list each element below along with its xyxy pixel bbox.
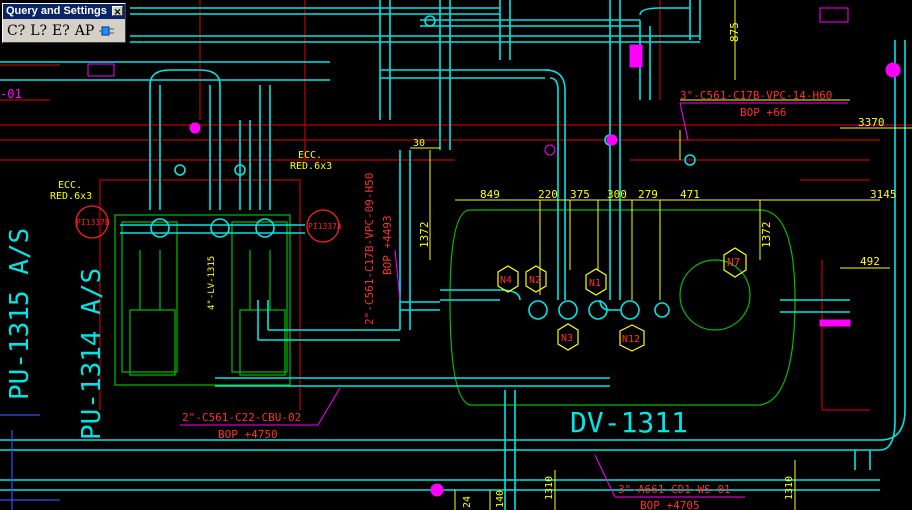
toolbar-buttons: C? L? E? AP bbox=[3, 19, 125, 42]
dim-1310-right: 1310 bbox=[784, 476, 795, 500]
leader-lines bbox=[180, 102, 848, 498]
ap-button[interactable]: AP bbox=[74, 22, 95, 39]
dimension-lines bbox=[410, 0, 912, 510]
dim-875: 875 bbox=[728, 22, 741, 42]
ecc-reducer-1-size: RED.6x3 bbox=[50, 191, 92, 202]
toolbar-title-bar[interactable]: Query and Settings ✕ bbox=[3, 4, 125, 19]
line-number-3: 2"-C561-C22-CBU-02 bbox=[182, 411, 301, 424]
level-valve-tag: 4"-LV-1315 bbox=[207, 256, 217, 310]
nozzle-n2: N2 bbox=[529, 275, 541, 286]
instrument-bubbles bbox=[75, 205, 340, 243]
dim-30: 30 bbox=[413, 138, 425, 149]
line-number-4: 3"-A661-CD1-WS-01 bbox=[618, 483, 731, 496]
nozzle-tags bbox=[497, 247, 747, 352]
instrument-pi-a: PI1337A bbox=[308, 222, 342, 231]
line-number-1: 3"-C561-C17B-VPC-14-H60 bbox=[680, 89, 832, 102]
dim-1310-left: 1310 bbox=[544, 476, 555, 500]
line-number-1-bop: BOP +66 bbox=[740, 106, 786, 119]
dim-1372-left: 1372 bbox=[418, 222, 431, 249]
close-icon[interactable]: ✕ bbox=[112, 6, 123, 17]
dim-24: 24 bbox=[462, 496, 473, 508]
query-e-button[interactable]: E? bbox=[52, 22, 70, 39]
dim-471: 471 bbox=[680, 188, 700, 201]
line-number-2-bop: BOP +4493 bbox=[381, 215, 394, 275]
dim-279: 279 bbox=[638, 188, 658, 201]
line-number-3-bop: BOP +4750 bbox=[218, 428, 278, 441]
ecc-reducer-2-size: RED.6x3 bbox=[290, 161, 332, 172]
line-tag-top-left: -01 bbox=[0, 87, 22, 101]
nozzle-n12: N12 bbox=[622, 334, 640, 345]
dim-3370: 3370 bbox=[858, 116, 885, 129]
equipment-outlines bbox=[114, 209, 796, 406]
dim-375: 375 bbox=[570, 188, 590, 201]
dim-1372-right: 1372 bbox=[760, 222, 773, 249]
instrument-pi-b: PI1337B bbox=[76, 218, 110, 227]
query-l-button[interactable]: L? bbox=[30, 22, 48, 39]
line-number-2: 2"-C561-C17B-VPC-09-H50 bbox=[363, 173, 376, 325]
dim-300: 300 bbox=[607, 188, 627, 201]
ecc-reducer-2: ECC. bbox=[298, 150, 322, 161]
query-settings-toolbar[interactable]: Query and Settings ✕ C? L? E? AP bbox=[2, 3, 126, 43]
dim-220: 220 bbox=[538, 188, 558, 201]
dim-492: 492 bbox=[860, 255, 880, 268]
dim-3145: 3145 bbox=[870, 188, 897, 201]
vessel-tag: DV-1311 bbox=[570, 406, 688, 439]
blue-lines bbox=[0, 414, 60, 510]
pump-b-label: PU-1314 A/S bbox=[77, 268, 107, 440]
nozzle-n3: N3 bbox=[561, 333, 573, 344]
pump-a-label: PU-1315 A/S bbox=[5, 228, 35, 400]
nozzle-n4: N4 bbox=[500, 275, 512, 286]
markers bbox=[87, 7, 901, 497]
ecc-reducer-1: ECC. bbox=[58, 180, 82, 191]
query-c-button[interactable]: C? bbox=[7, 22, 26, 39]
dim-849: 849 bbox=[480, 188, 500, 201]
dim-140: 140 bbox=[495, 490, 506, 508]
nozzle-n1: N1 bbox=[589, 278, 601, 289]
toolbar-title: Query and Settings bbox=[6, 5, 107, 17]
structure-lines bbox=[0, 0, 912, 411]
line-number-4-bop: BOP +4705 bbox=[640, 499, 700, 510]
nozzle-n7: N7 bbox=[727, 256, 740, 269]
plug-icon[interactable] bbox=[99, 25, 115, 37]
